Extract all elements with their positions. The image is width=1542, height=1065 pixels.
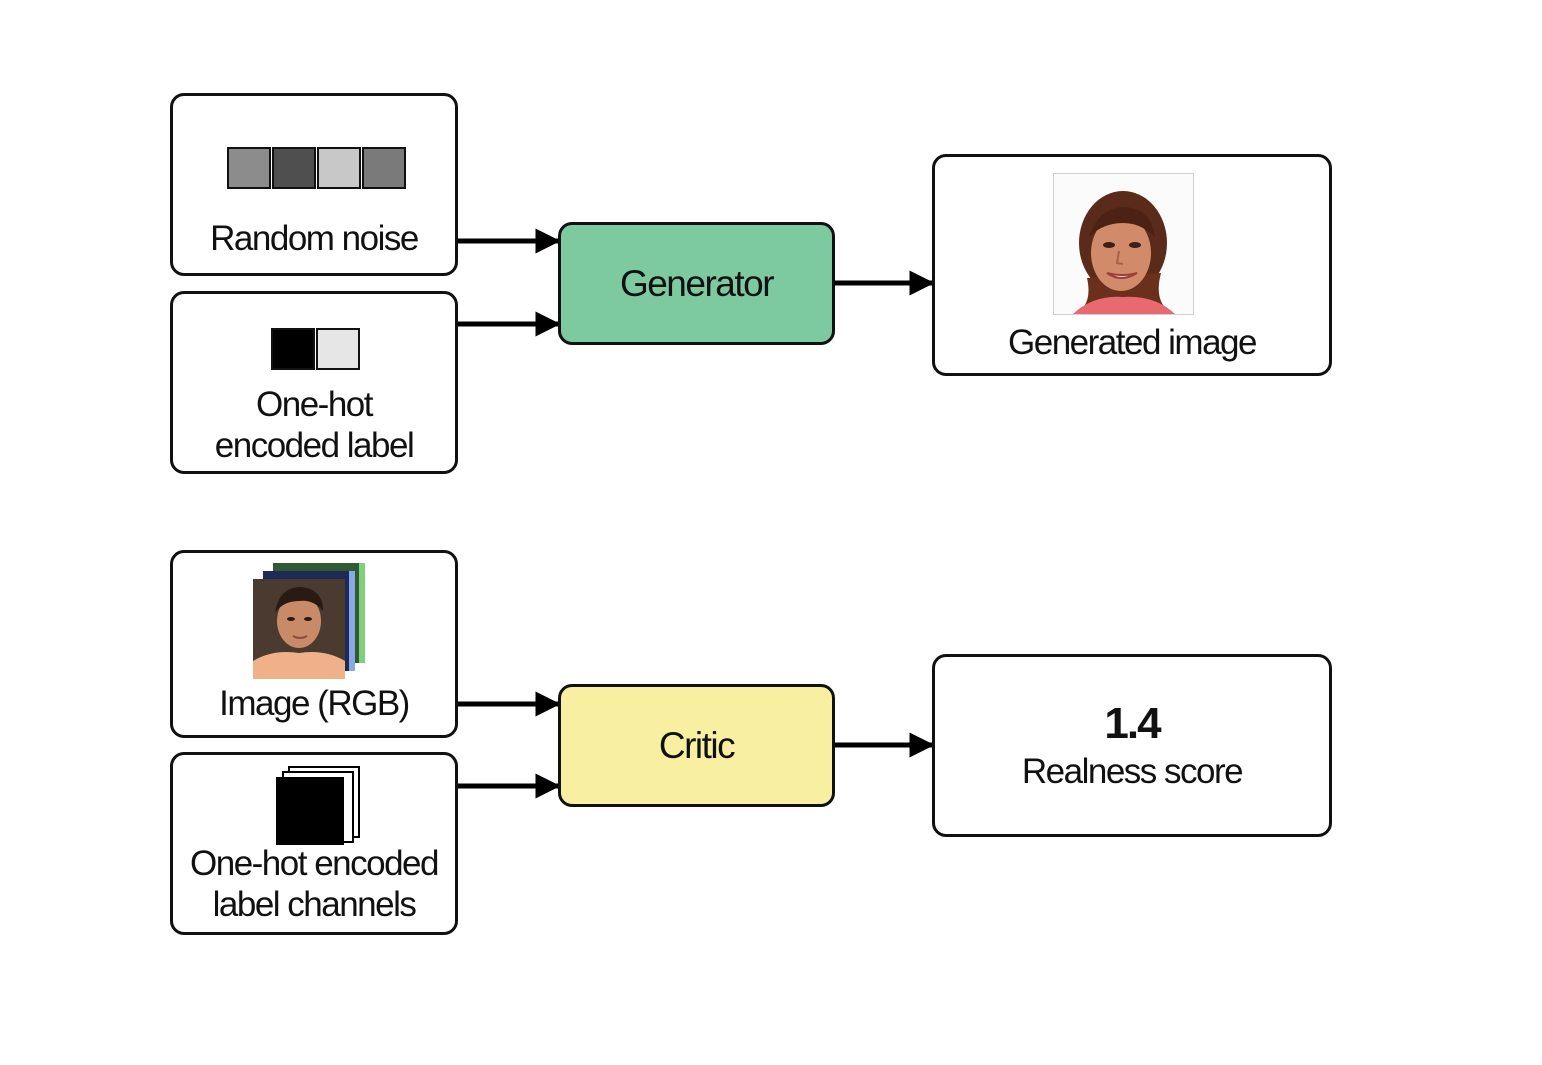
label-channels-icon — [276, 766, 360, 846]
noise-cell — [227, 147, 271, 189]
generator-box: Generator — [558, 222, 835, 345]
image-rgb-label: Image (RGB) — [219, 684, 410, 723]
label-cell — [271, 328, 315, 370]
realness-score-value: 1.4 — [1104, 699, 1161, 748]
one-hot-label-text: One-hot encoded label — [214, 385, 415, 465]
noise-vector-icon — [227, 147, 407, 191]
label-channels-box: One-hot encoded label channels — [170, 752, 458, 935]
generated-face-image — [1053, 173, 1194, 315]
generator-label: Generator — [619, 262, 775, 304]
generated-image-box: Generated image — [932, 154, 1332, 376]
generated-image-label: Generated image — [1008, 323, 1257, 362]
noise-cell — [362, 147, 406, 189]
noise-cell — [272, 147, 316, 189]
critic-box: Critic — [558, 684, 835, 807]
label-cell — [316, 328, 360, 370]
one-hot-label-box: One-hot encoded label — [170, 291, 458, 474]
label-channels-text: One-hot encoded label channels — [190, 844, 439, 924]
realness-score-box: 1.4 Realness score — [932, 654, 1332, 837]
one-hot-label-icon — [271, 328, 361, 372]
rgb-image-stack-icon — [253, 563, 365, 679]
noise-cell — [317, 147, 361, 189]
critic-label: Critic — [658, 724, 736, 766]
random-noise-box: Random noise — [170, 93, 458, 276]
image-rgb-box: Image (RGB) — [170, 550, 458, 738]
random-noise-label: Random noise — [210, 219, 419, 258]
realness-score-label: Realness score — [1021, 752, 1244, 791]
